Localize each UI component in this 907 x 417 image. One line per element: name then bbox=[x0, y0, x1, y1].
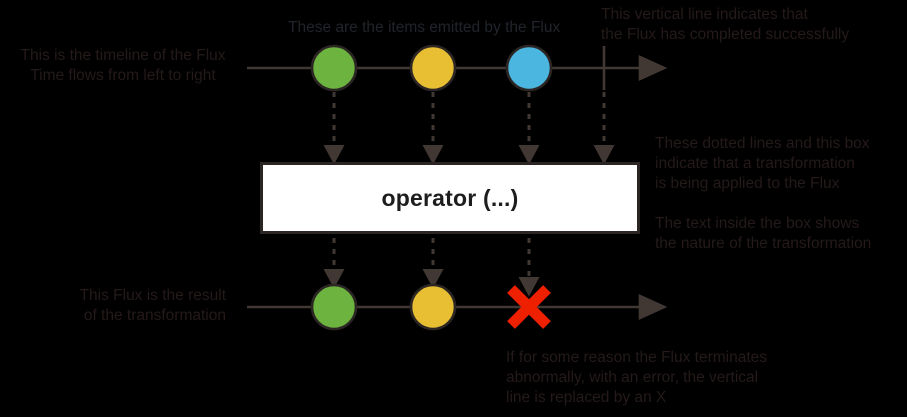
annotation-transformation: These dotted lines and this box indicate… bbox=[655, 135, 870, 192]
annotation-timeline-source: This is the timeline of the Flux Time fl… bbox=[20, 47, 226, 84]
annotation-result-flux: This Flux is the result of the transform… bbox=[79, 287, 226, 324]
operator-label: operator (...) bbox=[381, 184, 519, 211]
marble-green-result bbox=[310, 283, 358, 331]
annotation-items-emitted: These are the items emitted by the Flux bbox=[288, 19, 561, 36]
marble-blue-source bbox=[505, 44, 553, 92]
annotation-error-terminal: If for some reason the Flux terminates a… bbox=[506, 349, 768, 406]
source-timeline-group bbox=[247, 44, 668, 92]
arrows-out-of-operator bbox=[323, 238, 540, 297]
annotation-completion-line: This vertical line indicates that the Fl… bbox=[601, 6, 850, 43]
marble-yellow-source bbox=[409, 44, 457, 92]
marble-yellow-result bbox=[409, 283, 457, 331]
arrows-into-operator bbox=[323, 92, 615, 165]
operator-box[interactable]: operator (...) bbox=[260, 162, 640, 234]
result-timeline-group bbox=[247, 283, 668, 331]
marble-green-source bbox=[310, 44, 358, 92]
annotation-box-text-meaning: The text inside the box shows the nature… bbox=[655, 215, 872, 252]
error-x-icon bbox=[507, 285, 551, 329]
